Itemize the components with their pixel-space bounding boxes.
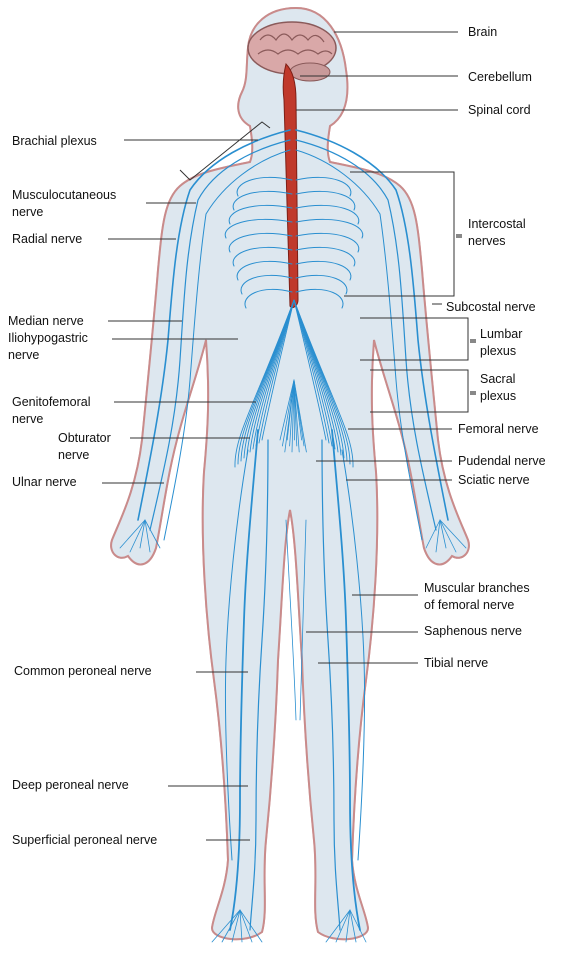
label-brachial-plexus: Brachial plexus xyxy=(12,134,97,148)
intercostal-nerve-left xyxy=(244,288,293,309)
label-ulnar-nerve: Ulnar nerve xyxy=(12,475,77,489)
sciatic-nerve-right xyxy=(331,429,361,931)
intercostal-nerve-left xyxy=(232,190,293,211)
foot-nerve-left xyxy=(231,909,241,943)
sciatic-nerve-left xyxy=(229,429,259,931)
label-sciatic-nerve: Sciatic nerve xyxy=(458,473,530,487)
bracket xyxy=(370,369,469,413)
label-sacral-plexus: Sacral plexus xyxy=(480,372,517,403)
cauda-branch xyxy=(279,379,295,441)
foot-nerve-left xyxy=(239,909,243,943)
label-muscular-branches: Muscular branches of femoral nerve xyxy=(424,581,530,612)
intercostal-nerve-left xyxy=(228,232,293,253)
cauda-branch xyxy=(291,379,295,453)
intercostal-nerve-right xyxy=(295,232,360,253)
foot-nerve-right xyxy=(335,909,351,943)
median-nerve-right xyxy=(295,139,437,531)
saphenous-nerve xyxy=(285,519,297,721)
tibial-nerve-right xyxy=(321,439,341,931)
label-spinal-cord: Spinal cord xyxy=(468,103,531,117)
label-femoral-nerve: Femoral nerve xyxy=(458,422,539,436)
bracket-tick xyxy=(470,391,476,395)
cauda-branch xyxy=(293,379,307,453)
label-median-nerve: Median nerve xyxy=(8,314,84,328)
label-deep-peroneal-nerve: Deep peroneal nerve xyxy=(12,778,129,792)
label-intercostal-nerves: Intercostal nerves xyxy=(468,217,526,248)
hand-nerve-left xyxy=(139,519,146,549)
lumbar-branch-right xyxy=(293,299,354,468)
label-pudendal-nerve: Pudendal nerve xyxy=(458,454,546,468)
label-musculocutaneous-nerve: Musculocutaneous nerve xyxy=(12,188,117,219)
intercostal-nerve-left xyxy=(236,176,293,197)
label-common-peroneal-nerve: Common peroneal nerve xyxy=(14,664,152,678)
label-superficial-peroneal-nerve: Superficial peroneal nerve xyxy=(12,833,158,847)
intercostal-nerve-right xyxy=(295,274,348,295)
intercostal-nerve-left xyxy=(240,274,293,295)
radial-nerve xyxy=(137,129,291,521)
foot-nerve-left xyxy=(221,909,241,943)
foot-nerve-left xyxy=(211,909,241,943)
label-brain: Brain xyxy=(468,25,498,39)
cauda-branch xyxy=(282,379,295,447)
intercostal-nerve-right xyxy=(295,260,352,281)
hand-nerve-right xyxy=(435,519,441,553)
cerebellum xyxy=(289,62,331,82)
foot-nerve-left xyxy=(239,909,253,943)
peroneal-nerve-left xyxy=(224,449,249,861)
foot-nerve-right xyxy=(349,909,357,943)
hand-nerve-right xyxy=(439,519,447,549)
label-tibial-nerve: Tibial nerve xyxy=(424,656,489,670)
hand-nerve-left xyxy=(119,519,146,549)
lumbar-branch-left xyxy=(234,299,295,468)
intercostal-nerve-left xyxy=(224,218,293,239)
intercostal-nerve-left xyxy=(228,204,293,225)
intercostal-nerve-right xyxy=(295,218,364,239)
label-cerebellum: Cerebellum xyxy=(468,70,532,84)
intercostal-nerve-right xyxy=(295,204,360,225)
bracket-tick xyxy=(470,339,476,343)
bracket-tick xyxy=(456,234,462,238)
label-subcostal-nerve: Subcostal nerve xyxy=(446,300,536,314)
intercostal-nerve-left xyxy=(236,260,293,281)
foot-nerve-right xyxy=(349,909,367,943)
label-genitofemoral-nerve: Genitofemoral nerve xyxy=(12,395,91,426)
label-saphenous-nerve: Saphenous nerve xyxy=(424,624,522,638)
intercostal-nerve-right xyxy=(295,176,352,197)
foot-nerve-right xyxy=(325,909,351,943)
foot-nerve-left xyxy=(239,909,263,943)
hand-nerve-right xyxy=(439,519,457,553)
nerve-network xyxy=(119,129,467,943)
bracket xyxy=(179,121,271,181)
hand-nerve-left xyxy=(129,519,146,553)
cauda-branch xyxy=(289,379,295,447)
label-iliohypogastric-nerve: Iliohypogastric nerve xyxy=(8,331,88,362)
intercostal-nerve-right xyxy=(295,246,356,267)
label-lumbar-plexus: Lumbar plexus xyxy=(480,327,523,358)
radial-nerve-right xyxy=(295,129,449,521)
intercostal-nerve-right xyxy=(295,190,356,211)
label-obturator-nerve: Obturator nerve xyxy=(58,431,111,462)
foot-nerve-right xyxy=(345,909,351,943)
hand-nerve-left xyxy=(144,519,161,549)
peroneal-nerve-right xyxy=(341,449,366,861)
bracket xyxy=(360,317,469,361)
saphenous-nerve xyxy=(299,519,307,721)
hand-nerve-left xyxy=(144,519,151,553)
hand-nerve-right xyxy=(425,519,441,549)
spinal-cord xyxy=(282,63,299,309)
label-radial-nerve: Radial nerve xyxy=(12,232,83,246)
intercostal-nerve-left xyxy=(232,246,293,267)
leader-lines xyxy=(102,31,476,841)
median-nerve xyxy=(149,139,291,531)
ulnar-nerve-right xyxy=(295,149,423,541)
ulnar-nerve xyxy=(163,149,291,541)
cauda-branch xyxy=(293,379,300,453)
intercostal-nerve-right xyxy=(295,288,344,309)
hand-nerve-right xyxy=(439,519,467,549)
bracket xyxy=(344,171,455,297)
cauda-branch xyxy=(286,379,295,441)
tibial-nerve-left xyxy=(249,439,269,931)
